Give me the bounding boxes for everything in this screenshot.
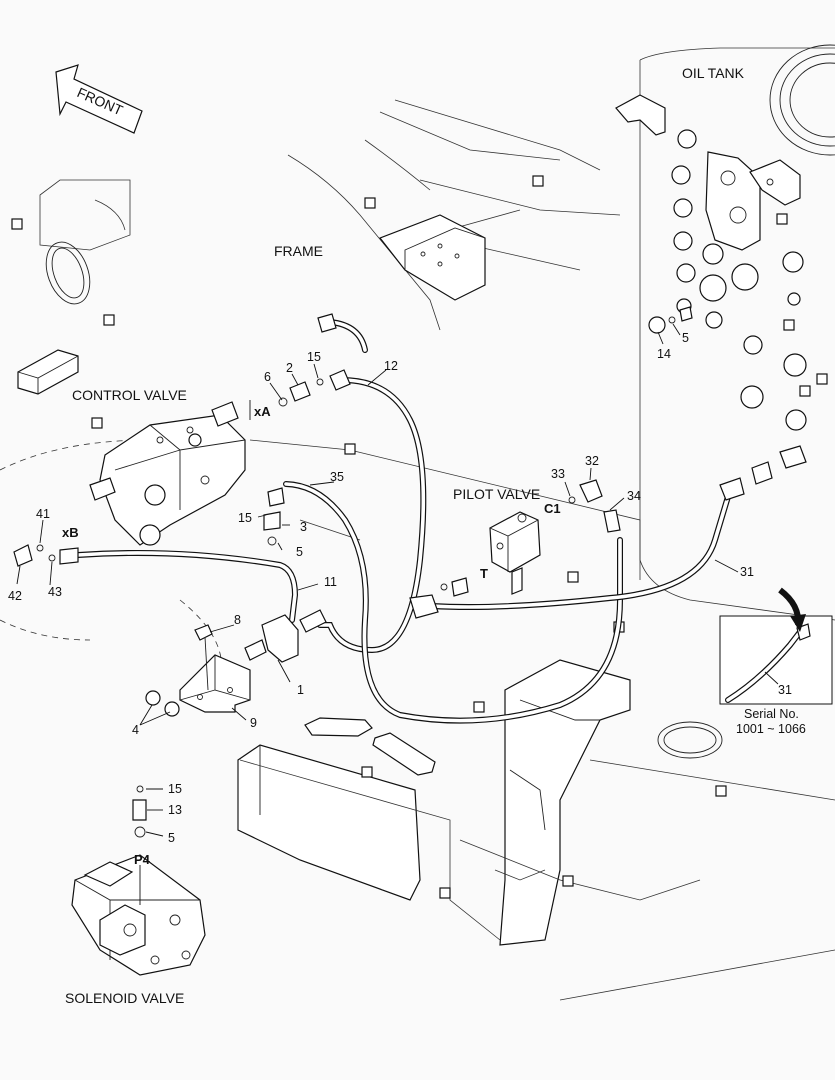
callout-1: 1 — [297, 683, 304, 697]
callout-numbers: 1 2 3 4 5 5 5 6 8 9 11 12 13 14 15 15 15… — [8, 331, 792, 845]
callout-5-tank: 5 — [682, 331, 689, 345]
caps-4 — [145, 690, 180, 717]
callout-8: 8 — [234, 613, 241, 627]
port-labels: xA xB C1 T P4 — [62, 404, 561, 867]
port-xB: xB — [62, 525, 79, 540]
control-valve-label: CONTROL VALVE — [72, 387, 187, 403]
callout-43: 43 — [48, 585, 62, 599]
bolt-8 — [194, 624, 213, 691]
pilot-valve — [489, 511, 541, 595]
serial-label: Serial No. — [744, 707, 799, 721]
front-arrow: FRONT — [55, 64, 143, 134]
callout-6: 6 — [264, 370, 271, 384]
solenoid-valve-label: SOLENOID VALVE — [65, 990, 184, 1006]
callout-31: 31 — [740, 565, 754, 579]
callout-4: 4 — [132, 723, 139, 737]
port-C1: C1 — [544, 501, 561, 516]
hose-31 — [429, 487, 733, 610]
frame-structure — [0, 44, 835, 1001]
leader-lines — [16, 323, 779, 837]
callout-15-top: 15 — [307, 350, 321, 364]
callout-42: 42 — [8, 589, 22, 603]
callout-14: 14 — [657, 347, 671, 361]
hose-12 — [317, 377, 427, 654]
callout-41: 41 — [36, 507, 50, 521]
callout-3: 3 — [300, 520, 307, 534]
serial-range: 1001 ~ 1066 — [736, 722, 806, 736]
callout-5-solenoid: 5 — [168, 831, 175, 845]
hose-11 — [75, 549, 299, 623]
callout-9: 9 — [250, 716, 257, 730]
tee-block — [244, 609, 327, 663]
callout-32: 32 — [585, 454, 599, 468]
fitting-13 — [132, 785, 147, 838]
port-T: T — [480, 566, 488, 581]
text-labels: OIL TANK FRAME CONTROL VALVE PILOT VALVE… — [65, 65, 806, 1006]
port-P4: P4 — [134, 852, 151, 867]
callout-31-inset: 31 — [778, 683, 792, 697]
solenoid-valve — [71, 854, 206, 976]
callout-12: 12 — [384, 359, 398, 373]
callout-34: 34 — [627, 489, 641, 503]
callout-15-mid: 15 — [238, 511, 252, 525]
hose-35 — [283, 481, 623, 724]
fittings — [13, 306, 807, 619]
callout-13: 13 — [168, 803, 182, 817]
bracket-9 — [179, 654, 251, 713]
oil-tank-ports — [615, 94, 807, 431]
port-xA: xA — [254, 404, 271, 419]
serial-inset — [719, 587, 833, 705]
oil-tank-label: OIL TANK — [682, 65, 745, 81]
callout-2: 2 — [286, 361, 293, 375]
callout-33: 33 — [551, 467, 565, 481]
callout-35: 35 — [330, 470, 344, 484]
pilot-valve-label: PILOT VALVE — [453, 486, 540, 502]
callout-15-solenoid: 15 — [168, 782, 182, 796]
control-valve — [89, 401, 246, 546]
callout-5-mid: 5 — [296, 545, 303, 559]
callout-11: 11 — [324, 575, 337, 589]
frame-label: FRAME — [274, 243, 323, 259]
